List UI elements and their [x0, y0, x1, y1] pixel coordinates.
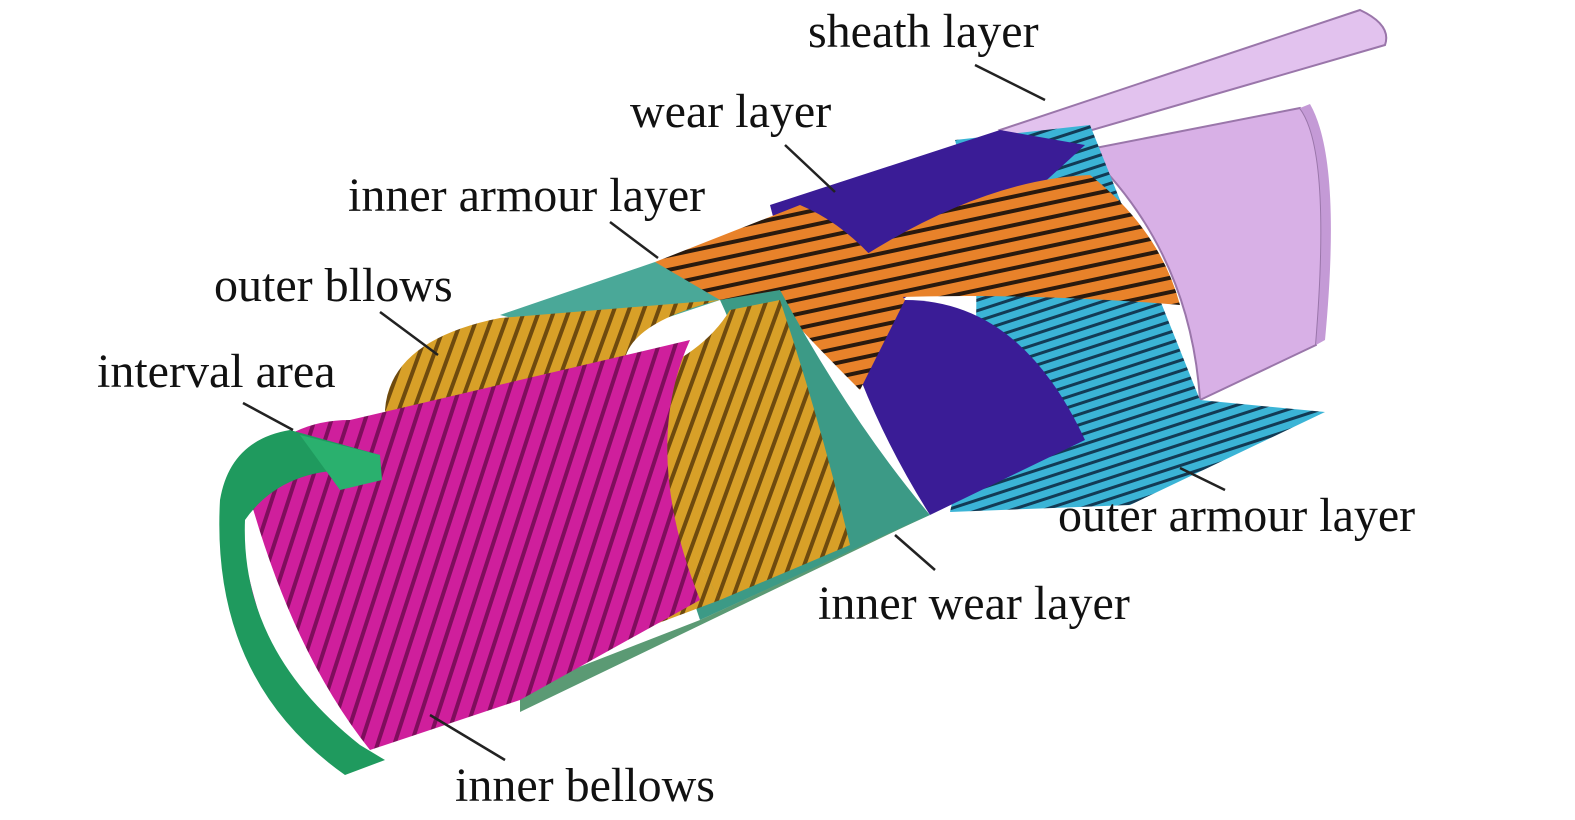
- interval-area-shape: [219, 430, 385, 775]
- leader-inner-bellows: [429, 713, 506, 762]
- leader-sheath-layer: [974, 63, 1046, 102]
- leader-interval-area: [242, 401, 294, 432]
- leader-lines: [242, 63, 1226, 762]
- interval-area-label: interval area: [97, 345, 336, 398]
- leader-inner-armour-layer: [609, 221, 659, 259]
- leader-outer-armour-layer: [1179, 466, 1226, 492]
- inner-armour-layer-label: inner armour layer: [348, 169, 706, 222]
- leader-wear-layer: [784, 144, 836, 193]
- leader-inner-wear-layer: [894, 534, 936, 571]
- wear-layer-label: wear layer: [630, 85, 832, 138]
- leader-outer-bellows: [379, 310, 439, 357]
- inner-bellows-label: inner bellows: [455, 759, 715, 812]
- inner-wear-layer-label: inner wear layer: [818, 577, 1130, 630]
- sheath-layer-shape: [997, 8, 1388, 402]
- sheath-layer-label: sheath layer: [808, 5, 1039, 58]
- outer-bellows-label: outer bllows: [214, 259, 453, 312]
- outer-armour-layer-label: outer armour layer: [1058, 489, 1416, 542]
